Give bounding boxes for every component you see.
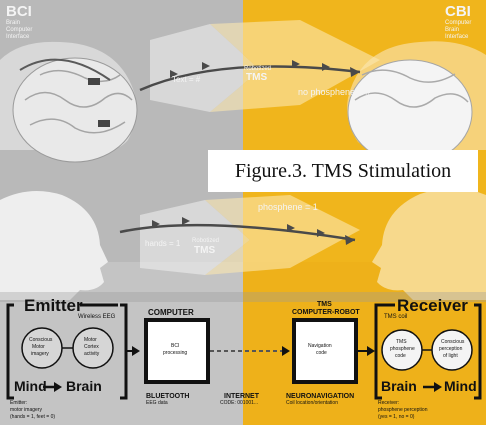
internet-sub: CODE: 001001...: [220, 400, 259, 406]
emitter-to-computer-arrow: [132, 346, 140, 356]
neuronavigation-title: NEURONAVIGATION: [286, 393, 355, 400]
eeg-sensor-2: [98, 120, 110, 127]
emitter-c2-l2: Cortex: [84, 344, 99, 350]
receiver-c1-l3: code: [395, 353, 406, 359]
receiver-c2-l3: of light: [443, 353, 458, 359]
emitter-note-3: (hands = 1, feet = 0): [10, 414, 56, 420]
left-subtitle-3: Interface: [6, 34, 30, 40]
bottom-left-arrow-label: hands = 1: [145, 239, 181, 248]
bluetooth-sub: EEG data: [146, 400, 168, 406]
internet-arrow-head: [282, 346, 290, 356]
receiver-c1-l2: phosphene: [390, 346, 415, 352]
right-brain-fold-1: [354, 92, 469, 108]
receiver-bracket-right: [474, 303, 482, 400]
top-arrow-chevron-2: [202, 62, 210, 70]
receiver-title: Receiver: [397, 296, 468, 315]
bottom-right-arrow-label: phosphene = 1: [258, 202, 318, 212]
bottom-arrow-head: [345, 235, 355, 245]
receiver-bottom-from: Brain: [381, 378, 417, 394]
right-subtitle-1: Computer: [445, 20, 472, 26]
emitter-wireless: Wireless EEG: [78, 314, 116, 320]
emitter-bottom-to: Brain: [66, 378, 102, 394]
emitter-c1-l3: imagery: [31, 351, 49, 357]
bottom-mid-label-1: Robotized: [192, 238, 220, 244]
eeg-sensor-1: [88, 78, 100, 85]
top-right-arrow-label: no phosphene = #: [298, 87, 371, 97]
left-subtitle-2: Computer: [6, 27, 33, 33]
right-acronym: CBI: [445, 3, 471, 20]
lower-divider: [0, 292, 486, 302]
receiver-note-1: Receiver:: [378, 400, 400, 406]
bottom-arrow-chevron-2: [182, 217, 190, 225]
receiver-c2-l1: Conscious: [441, 339, 465, 345]
computer-title: COMPUTER: [148, 308, 194, 317]
figure-caption: Figure.3. TMS Stimulation: [234, 159, 452, 182]
brain-mind-arrow-head: [434, 382, 442, 392]
computer-box-l1: BCI: [171, 343, 180, 349]
receiver-c2-l2: perception: [439, 346, 463, 352]
eeg-cable: [19, 58, 111, 81]
neuronavigation-sub: Coil location/orientation: [286, 400, 338, 406]
receiver-note-2: phosphene perception: [378, 407, 428, 413]
top-arrow-head: [350, 67, 360, 77]
emitter-c1-l1: Conscious: [29, 337, 53, 343]
right-brain-fold-2: [361, 69, 456, 83]
bottom-arrow-chevron-1: [152, 220, 160, 228]
top-mid-label-1: Robotized: [244, 66, 272, 72]
bottom-arrow-chevron-4: [317, 229, 325, 237]
emitter-note-1: Emitter:: [10, 400, 28, 406]
tms-robot-box: [292, 318, 358, 384]
left-subtitle-1: Brain: [6, 20, 21, 26]
top-left-arrow-label: Text = #: [172, 75, 201, 84]
emitter-c2-l1: Motor: [84, 337, 97, 343]
left-head-bottom: [0, 191, 108, 300]
emitter-title: Emitter: [24, 296, 83, 315]
receiver-bracket-left: [374, 303, 382, 400]
receiver-note-3: (yes = 1, no = 0): [378, 414, 415, 420]
top-arrow-chevron-1: [170, 70, 178, 78]
receiver-tms-coil: TMS coil: [384, 314, 408, 320]
top-arrow-chevron-3: [292, 60, 300, 68]
tms-robot-box-l2: code: [316, 350, 327, 356]
tms-robot-title-2: COMPUTER-ROBOT: [292, 309, 360, 316]
bottom-arrow-chevron-3: [287, 224, 295, 232]
left-brain-fold-2: [29, 118, 126, 134]
arrow-band-bottom-right: [205, 195, 360, 275]
right-subtitle-3: Interface: [445, 34, 469, 40]
internet-title: INTERNET: [224, 393, 259, 400]
left-brain-fold-3: [39, 69, 121, 83]
emitter-c1-l2: Motor: [32, 344, 45, 350]
caption-box: Figure.3. TMS Stimulation: [208, 150, 478, 192]
left-brain-fold-1: [24, 91, 133, 108]
emitter-bottom-from: Mind: [14, 378, 47, 394]
arrow-band-bottom-left: [140, 200, 250, 275]
top-mid-label-2: TMS: [246, 72, 268, 83]
mind-brain-arrow-head: [54, 382, 62, 392]
tms-robot-box-l1: Navigation: [308, 343, 332, 349]
left-brain-top: [12, 57, 138, 163]
robot-to-receiver-arrow: [367, 346, 375, 356]
left-acronym: BCI: [6, 3, 32, 20]
receiver-bottom-to: Mind: [444, 378, 477, 394]
tms-robot-title-1: TMS: [317, 301, 332, 308]
emitter-bracket-left: [6, 303, 14, 400]
right-head-bottom: [372, 188, 486, 300]
computer-box-l2: processing: [163, 350, 188, 356]
bluetooth-title: BLUETOOTH: [146, 393, 190, 400]
bottom-mid-label-2: TMS: [194, 245, 216, 256]
computer-box: [144, 318, 210, 384]
top-arrow-chevron-4: [322, 63, 330, 71]
right-subtitle-2: Brain: [445, 27, 460, 33]
emitter-c2-l3: activity: [84, 351, 100, 357]
emitter-note-2: motor imagery: [10, 407, 42, 413]
receiver-c1-l1: TMS: [396, 339, 407, 345]
